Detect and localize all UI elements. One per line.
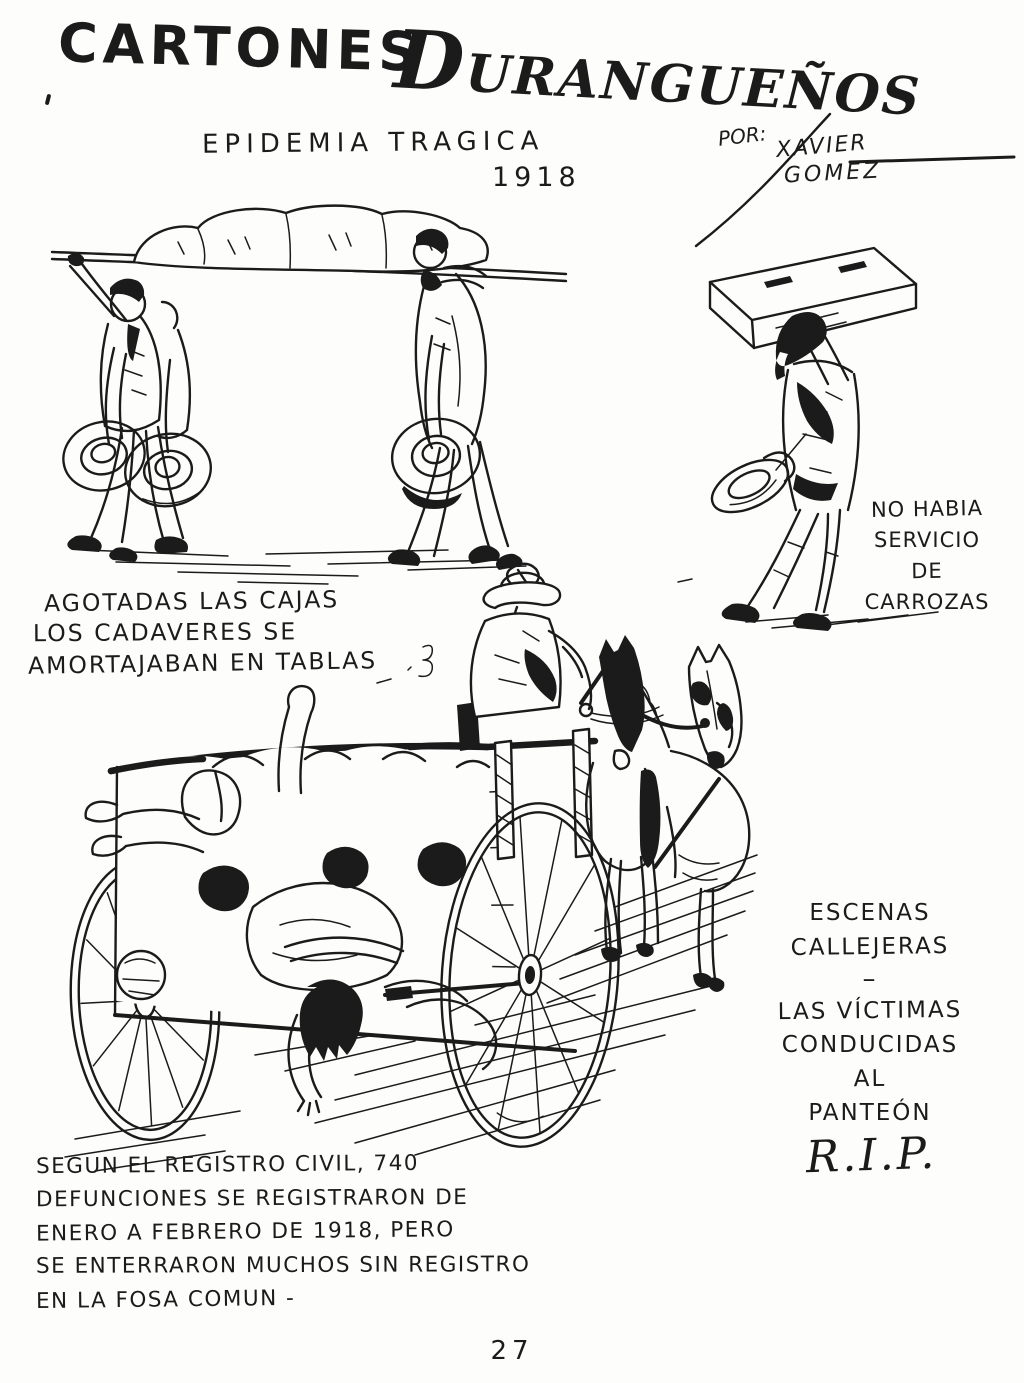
caption-dash: – bbox=[862, 964, 878, 994]
page-title-cartones: CARTONES bbox=[57, 11, 424, 84]
caption-line: EN LA FOSA COMUN - bbox=[35, 1285, 296, 1315]
caption-coffins-exhausted: AGOTADAS LAS CAJAS LOS CADAVERES SE AMOR… bbox=[27, 585, 378, 680]
sombrero-on-back bbox=[710, 458, 790, 514]
caption-street-scenes: ESCENAS CALLEJERAS – LAS VÍCTIMAS CONDUC… bbox=[752, 896, 988, 1130]
ground-hatching-b bbox=[677, 578, 939, 629]
byline-last-name: GOMEZ bbox=[783, 158, 882, 189]
page-number: 27 bbox=[490, 1336, 534, 1366]
caption-line: AL bbox=[853, 1065, 887, 1093]
subtitle-epidemia: EPIDEMIA TRAGICA bbox=[201, 126, 545, 160]
caption-line: SEGUN EL REGISTRO CIVIL, 740 bbox=[35, 1150, 420, 1180]
coffin-carrier-illustration bbox=[677, 246, 939, 631]
signature-flourish-icon bbox=[694, 112, 1016, 248]
caption-line: SE ENTERRARON MUCHOS SIN REGISTRO bbox=[35, 1251, 531, 1279]
caption-line: ESCENAS bbox=[809, 900, 931, 926]
caption-line: DEFUNCIONES SE REGISTRARON DE bbox=[35, 1184, 469, 1212]
caption-no-hearse-service: NO HABIA SERVICIO DE CARROZAS bbox=[845, 494, 1009, 618]
pile-of-corpses bbox=[84, 684, 498, 1117]
right-bearer bbox=[387, 228, 523, 570]
subtitle-year: 1918 bbox=[492, 162, 581, 193]
left-bearer bbox=[62, 252, 213, 562]
cart-driver bbox=[469, 571, 664, 725]
caption-line: CALLEJERAS bbox=[790, 933, 950, 961]
rip-inscription: R.I.P. bbox=[805, 1127, 939, 1184]
byline: POR: XAVIER GOMEZ bbox=[688, 104, 1024, 254]
plank-and-shrouded-corpse bbox=[50, 204, 568, 283]
caption-line: SERVICIO bbox=[874, 528, 980, 552]
cart-wheel-right bbox=[440, 802, 620, 1148]
caption-line: NO HABIA bbox=[870, 496, 984, 522]
caption-line: AMORTAJABAN EN TABLAS bbox=[27, 646, 378, 680]
caption-line: PANTEÓN bbox=[808, 1100, 932, 1126]
coffin bbox=[708, 246, 918, 350]
horses bbox=[585, 635, 751, 992]
caption-civil-registry: SEGUN EL REGISTRO CIVIL, 740 DEFUNCIONES… bbox=[35, 1148, 531, 1316]
caption-line: ENERO A FEBRERO DE 1918, PERO bbox=[35, 1217, 455, 1247]
ink-squiggle bbox=[376, 644, 434, 684]
death-cart-illustration bbox=[64, 571, 758, 1172]
caption-line: LAS VÍCTIMAS bbox=[777, 996, 963, 1026]
caption-line: CARROZAS bbox=[864, 590, 990, 614]
stray-ink-mark bbox=[44, 93, 52, 106]
stretcher-scene-illustration bbox=[50, 204, 568, 589]
caption-line: AGOTADAS LAS CAJAS bbox=[43, 585, 340, 618]
caption-line: DE bbox=[911, 558, 943, 584]
caption-line: CONDUCIDAS bbox=[781, 1032, 959, 1058]
coffin-carrier-man bbox=[710, 312, 860, 631]
caption-line: LOS CADAVERES SE bbox=[32, 617, 298, 648]
